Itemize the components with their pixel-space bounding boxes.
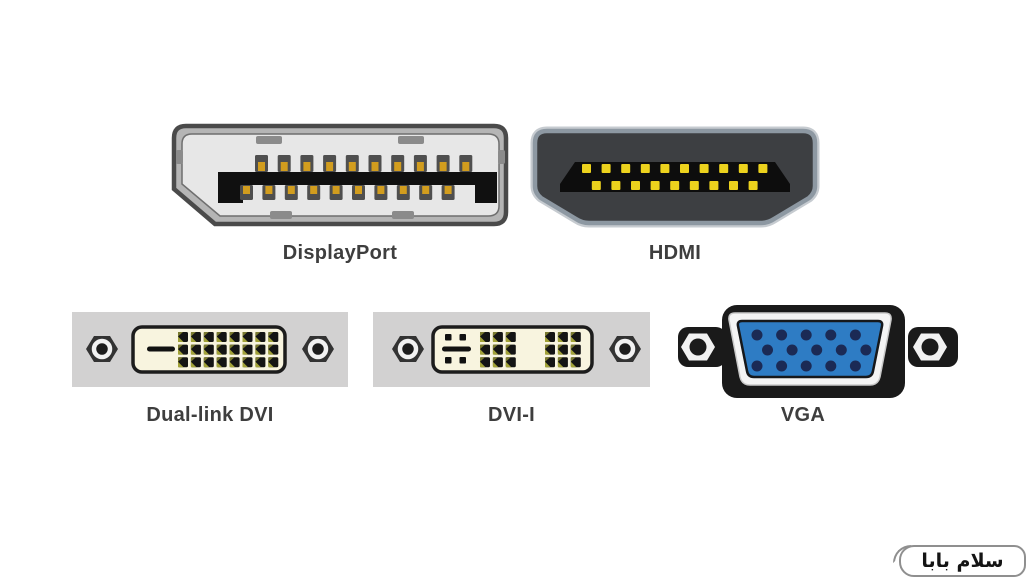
dvi-i-pin-grid-right (545, 332, 581, 368)
salam-baba-watermark-badge: سلام بابا (893, 545, 1026, 577)
vga-connector-illustration (678, 305, 958, 398)
vga-dsub-face (736, 319, 884, 379)
hdmi-connector-illustration (530, 126, 820, 228)
dvi-i-connector-illustration (373, 312, 650, 387)
watermark-text: سلام بابا (921, 550, 1004, 572)
displayport-contact-slot (218, 172, 497, 203)
dual-link-dvi-label: Dual-link DVI (146, 404, 274, 426)
hdmi-pins-bottom (591, 181, 758, 190)
dvi-i-pin-grid-left (480, 332, 516, 368)
displayport-shell-tabs (176, 136, 505, 219)
dvi-i-label: DVI-I (487, 404, 536, 426)
displayport-label: DisplayPort (282, 242, 398, 264)
dual-link-dvi-connector-illustration (72, 312, 348, 387)
displayport-connector-illustration (171, 123, 509, 227)
vga-label: VGA (780, 404, 826, 426)
dvi-i-analog-contacts (442, 334, 471, 364)
dual-link-dvi-flat-blade (147, 346, 175, 352)
hdmi-label: HDMI (648, 242, 702, 264)
